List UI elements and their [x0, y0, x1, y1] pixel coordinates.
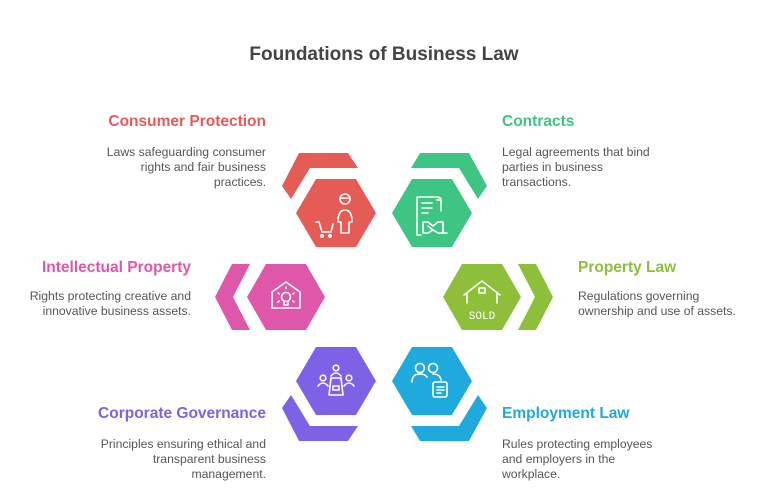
description-line: Rights protecting creative and	[29, 289, 191, 303]
corporate-governance-description: Principles ensuring ethical and transpar…	[40, 437, 266, 482]
description-line: Principles ensuring ethical and	[100, 437, 266, 451]
property-law-chevron	[518, 264, 553, 330]
contracts-hexagon	[392, 179, 472, 247]
consumer-protection-hexagon	[296, 179, 376, 247]
property-law-hexagon	[443, 264, 521, 330]
sold-house-icon	[463, 280, 501, 304]
consumer-protection-segment	[282, 153, 376, 247]
shopper-with-cart-icon	[315, 193, 353, 239]
corporate-governance-heading: Corporate Governance	[98, 405, 266, 422]
sold-house-icon-text: SOLD	[469, 311, 496, 323]
corporate-governance-chevron	[282, 395, 358, 441]
employees-document-icon	[411, 362, 448, 398]
diagram-title: Foundations of Business Law	[249, 44, 519, 65]
description-line: practices.	[213, 175, 266, 189]
employment-law-hexagon	[392, 347, 472, 415]
intellectual-property-heading: Intellectual Property	[41, 259, 191, 276]
description-line: Regulations governing	[578, 289, 700, 303]
description-line: rights and fair business	[140, 160, 266, 174]
employment-law-chevron	[411, 395, 487, 441]
description-line: Legal agreements that bind	[502, 145, 650, 159]
property-law-segment: SOLD	[443, 264, 553, 330]
lightbulb-house-icon	[271, 281, 301, 309]
description-line: ownership and use of assets.	[578, 304, 736, 318]
boardroom-meeting-icon	[317, 364, 355, 396]
intellectual-property-chevron	[215, 264, 250, 330]
description-line: parties in business	[502, 160, 603, 174]
property-law-description: Regulations governing ownership and use …	[578, 289, 763, 319]
intellectual-property-hexagon	[247, 264, 325, 330]
description-line: innovative business assets.	[42, 304, 191, 318]
description-line: Rules protecting employees	[502, 437, 653, 451]
consumer-protection-description: Laws safeguarding consumer rights and fa…	[60, 145, 266, 190]
contracts-heading: Contracts	[502, 113, 575, 130]
employment-law-description: Rules protecting employees and employers…	[502, 437, 722, 482]
description-line: Laws safeguarding consumer	[106, 145, 266, 159]
description-line: management.	[191, 467, 266, 481]
contracts-segment	[392, 153, 487, 247]
contracts-description: Legal agreements that bind parties in bu…	[502, 145, 722, 190]
intellectual-property-segment	[215, 264, 325, 330]
description-line: workplace.	[502, 467, 561, 481]
employment-law-segment	[392, 347, 487, 441]
description-line: transactions.	[502, 175, 572, 189]
contract-handshake-icon	[416, 196, 448, 236]
description-line: and employers in the	[502, 452, 616, 466]
consumer-protection-chevron	[282, 153, 358, 199]
contracts-chevron	[411, 153, 487, 199]
corporate-governance-segment	[282, 347, 376, 441]
description-line: transparent business	[152, 452, 266, 466]
consumer-protection-heading: Consumer Protection	[108, 113, 266, 130]
intellectual-property-description: Rights protecting creative and innovativ…	[10, 289, 191, 319]
employment-law-heading: Employment Law	[502, 405, 630, 422]
corporate-governance-hexagon	[296, 347, 376, 415]
property-law-heading: Property Law	[578, 259, 677, 276]
